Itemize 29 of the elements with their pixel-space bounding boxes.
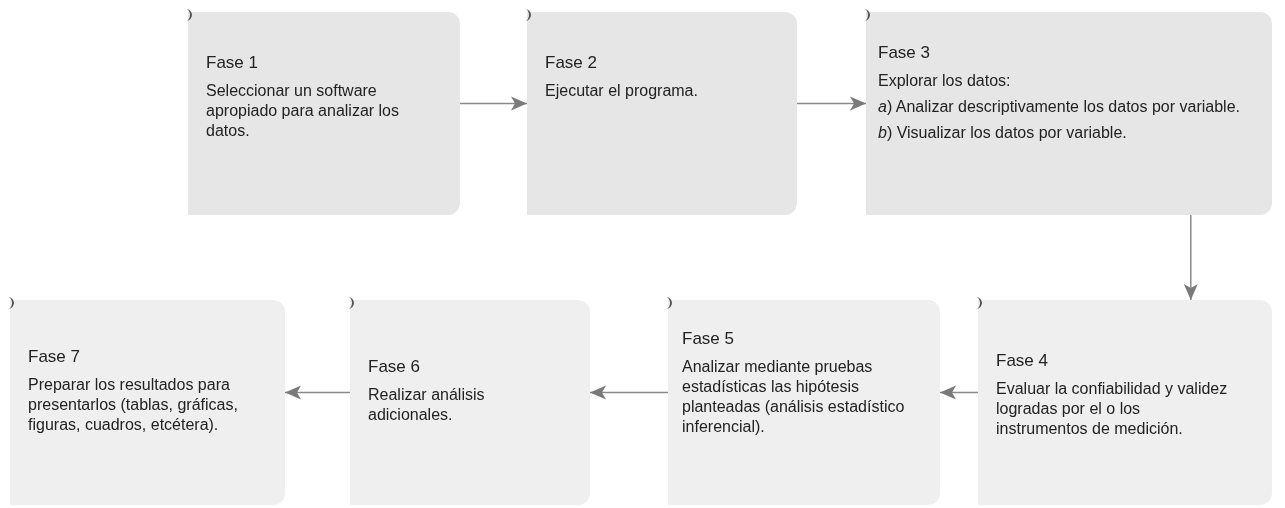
process-box (866, 12, 1272, 215)
phase-heading: Fase 4 (996, 350, 1049, 372)
phase-heading: Fase 1 (206, 52, 259, 74)
phase-description: Explorar los datos: (878, 71, 1012, 92)
phase-heading: Fase 7 (28, 346, 81, 368)
arrow (939, 385, 979, 400)
phase-heading: Fase 3 (878, 42, 931, 64)
phase-heading: Fase 2 (545, 52, 598, 74)
arrow (1183, 214, 1198, 301)
phase-heading: Fase 5 (682, 328, 735, 350)
phase-description: a) Analizar descriptivamente los datos por variable. (878, 97, 1241, 118)
phase-description: Seleccionar un software apropiado para analizar los datos. (206, 81, 400, 142)
phase-description: Analizar mediante pruebas estadísticas las hipótesis planteadas (análisis estadístico inferencial). (682, 357, 906, 438)
arrow (459, 96, 528, 111)
phase-heading: Fase 6 (368, 356, 421, 378)
process-box (10, 300, 285, 505)
process-box (527, 12, 797, 215)
phase-description: Realizar análisis adicionales. (368, 385, 486, 426)
process-box (188, 12, 460, 215)
phase-description: Preparar los resultados para presentarlos (tablas, gráficas, figuras, cuadros, etcétera). (28, 375, 239, 436)
process-box (978, 300, 1272, 505)
arrow (284, 385, 351, 400)
phase-description: Ejecutar el programa. (545, 81, 699, 102)
phase-description: Evaluar la confiabilidad y validez logradas por el o los instrumentos de medición. (996, 379, 1229, 440)
arrow (796, 96, 867, 111)
process-box (350, 300, 590, 505)
phase-description: b) Visualizar los datos por variable. (878, 123, 1128, 144)
arrow (589, 385, 669, 400)
process-box (668, 300, 940, 505)
